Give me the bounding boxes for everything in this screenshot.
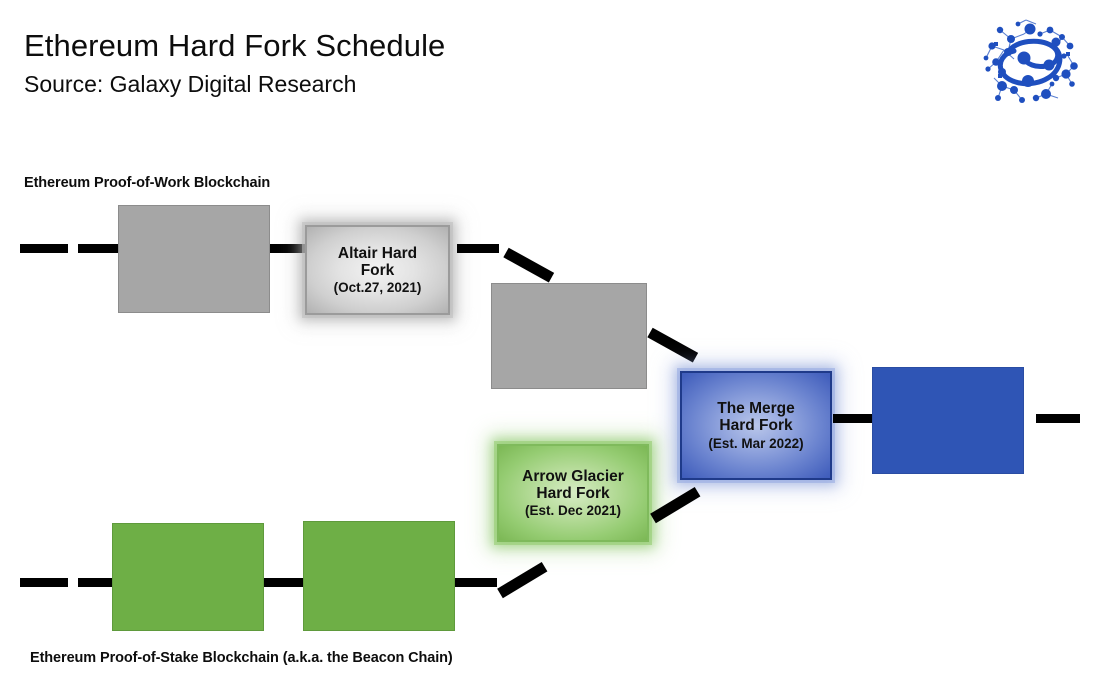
pow-connector-dash-6-diagonal [647,327,699,363]
fork-box-arrow-glacier[interactable]: Arrow Glacier Hard Fork (Est. Dec 2021) [497,444,649,542]
pos-block-1 [112,523,264,631]
fork-arrow-glacier-name-line1: Arrow Glacier [522,467,624,485]
pow-connector-dash-2 [78,244,120,253]
pow-connector-dash-5-diagonal [503,247,555,283]
page-title: Ethereum Hard Fork Schedule [24,28,446,63]
galaxy-digital-network-logo [978,12,1082,114]
fork-merge-name-line2: Hard Fork [719,417,793,435]
pos-chain-label: Ethereum Proof-of-Stake Blockchain (a.k.… [30,650,453,666]
pow-connector-dash-3 [270,244,312,253]
page-subtitle-source: Source: Galaxy Digital Research [24,71,357,97]
fork-merge-name-line1: The Merge [717,400,795,418]
fork-arrow-glacier-name-line2: Hard Fork [536,484,610,502]
fork-altair-name-line1: Altair Hard [337,244,418,262]
pos-connector-dash-3 [264,578,306,587]
fork-box-altair[interactable]: Altair Hard Fork (Oct.27, 2021) [305,225,450,315]
pos-connector-dash-1 [20,578,68,587]
pow-connector-dash-1 [20,244,68,253]
pos-connector-dash-diagonal-1 [497,562,548,599]
merged-connector-dash-1 [833,414,875,423]
pos-connector-dash-2 [78,578,120,587]
fork-altair-name-line2: Fork [360,261,395,279]
pow-block-1 [118,205,270,313]
pos-block-2 [303,521,455,631]
pos-connector-dash-4 [455,578,497,587]
pow-connector-dash-4 [457,244,499,253]
merged-block-1 [872,367,1024,474]
fork-merge-date: (Est. Mar 2022) [708,435,804,451]
pow-chain-label: Ethereum Proof-of-Work Blockchain [24,175,271,191]
fork-altair-date: (Oct.27, 2021) [333,280,422,296]
pow-block-2 [491,283,647,389]
pos-connector-dash-diagonal-2 [650,487,701,524]
fork-arrow-glacier-date: (Est. Dec 2021) [524,503,622,519]
merged-connector-dash-2 [1036,414,1080,423]
fork-box-the-merge[interactable]: The Merge Hard Fork (Est. Mar 2022) [680,371,832,480]
